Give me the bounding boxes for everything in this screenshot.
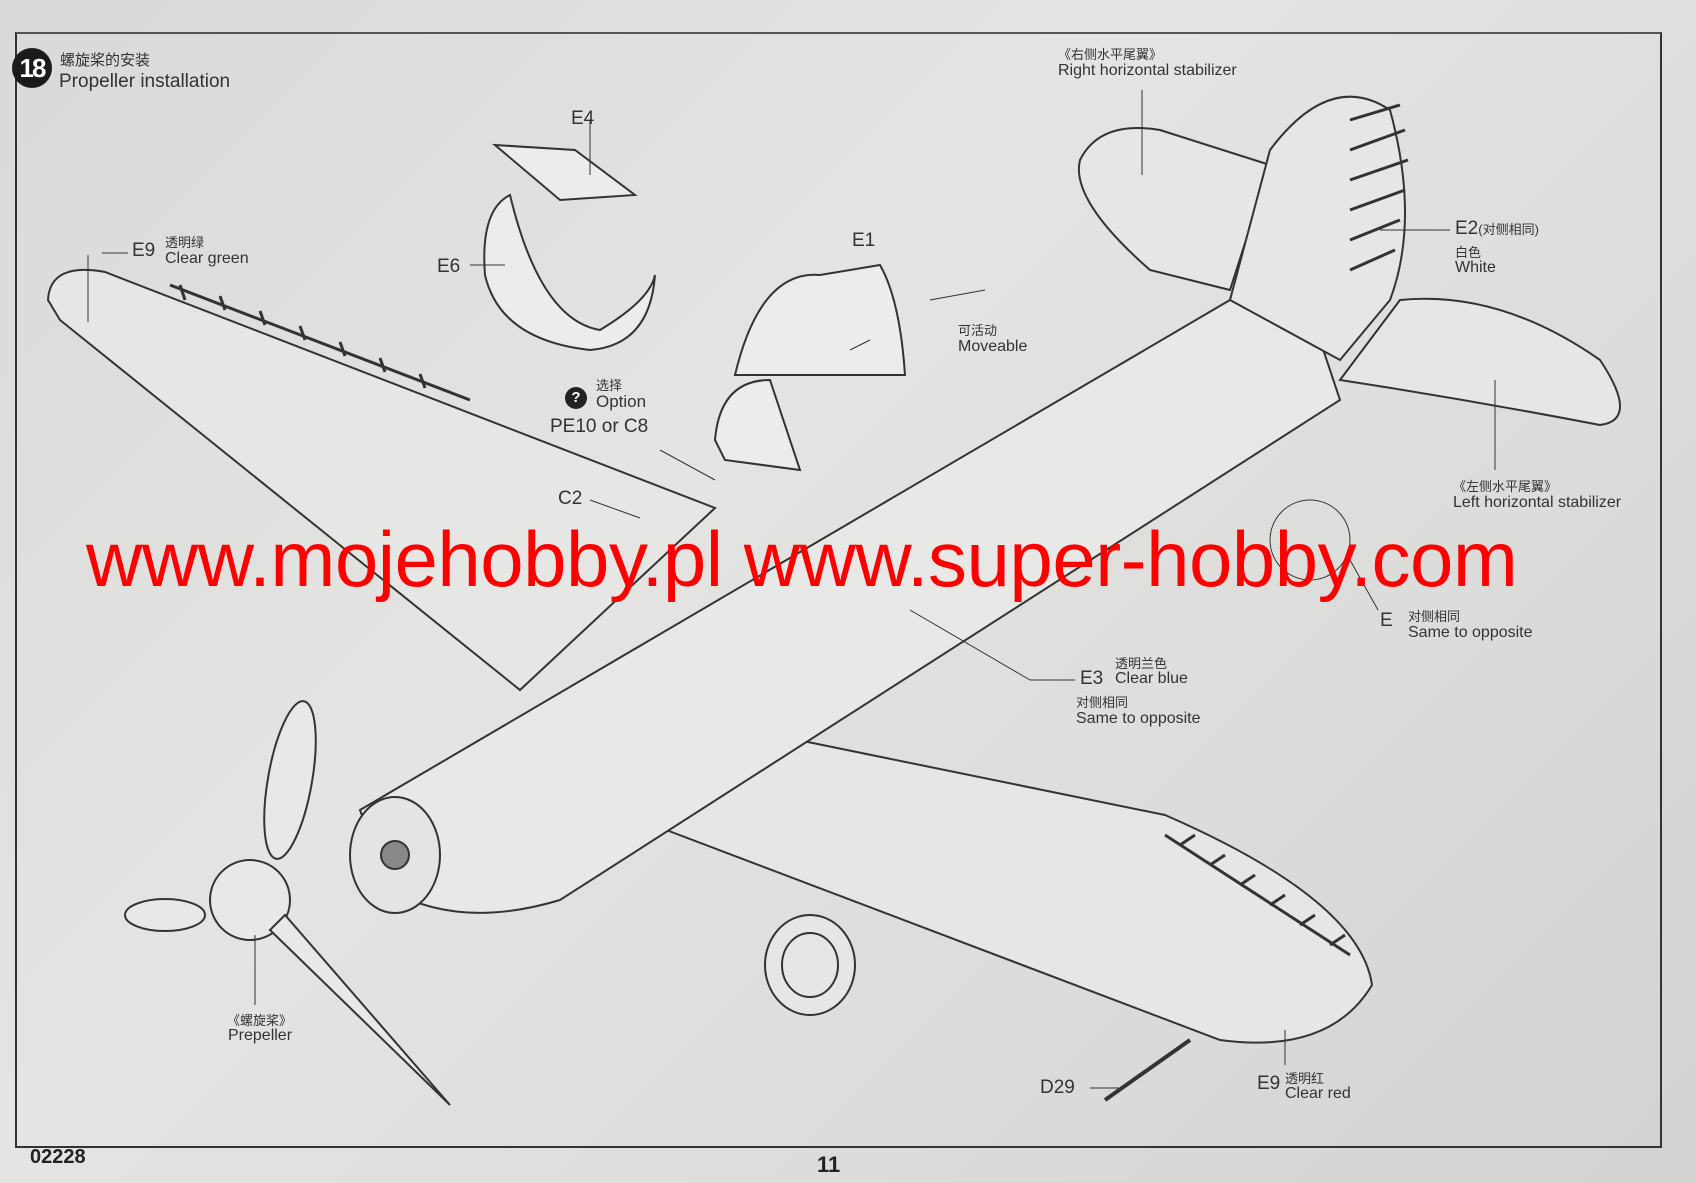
option-en: Option [596, 392, 647, 411]
spinner-hub [380, 840, 410, 870]
left-horizontal-stabilizer [1338, 297, 1621, 427]
e3-same-en: Same to opposite [1076, 710, 1201, 727]
tail-detail-cn: 对侧相同 [1408, 609, 1461, 624]
part-label-e1: E1 [852, 230, 876, 251]
part-label-e9-bottom: E9 [1257, 1073, 1281, 1094]
moveable-en: Moveable [958, 338, 1028, 355]
detail-circle [1269, 499, 1351, 581]
propeller-blade [263, 700, 317, 860]
e9-bottom-color-cn: 透明红 [1285, 1071, 1325, 1086]
e2-note: (对侧相同) [1478, 222, 1539, 237]
watermark-text: www.mojehobby.pl www.super-hobby.com [86, 515, 1518, 603]
part-d29 [1103, 1038, 1192, 1102]
part-e4 [492, 143, 638, 202]
e3-same-cn: 对侧相同 [1076, 695, 1129, 710]
rudder-hatching [1349, 103, 1409, 272]
part-label-e9-top: E9 [132, 240, 156, 261]
left-wing [46, 268, 717, 692]
kit-code: 02228 [30, 1146, 86, 1168]
tail-detail-part: E [1380, 610, 1393, 631]
e2-color-cn: 白色 [1455, 245, 1482, 260]
leader-lines [87, 90, 1496, 1089]
right-horizontal-stabilizer [1077, 127, 1272, 292]
right-stab-cn: 《右侧水平尾翼》 [1058, 47, 1163, 62]
e2-color-en: White [1455, 259, 1496, 276]
part-label-d29: D29 [1040, 1077, 1075, 1098]
main-wheel-hub [781, 932, 839, 998]
e9-bottom-color-en: Clear red [1285, 1085, 1351, 1102]
page-number: 11 [817, 1152, 841, 1177]
e9-top-color-cn: 透明绿 [165, 235, 205, 250]
moveable-cn: 可活动 [958, 323, 998, 338]
tail-detail-en: Same to opposite [1408, 624, 1533, 641]
e2-label: E2(对侧相同) [1455, 218, 1539, 240]
part-e6 [483, 193, 656, 352]
main-wheel [764, 914, 856, 1016]
propeller-cn: 《螺旋桨》 [227, 1013, 293, 1028]
step-number-badge: 18 [12, 48, 52, 88]
page-frame [15, 32, 1662, 1148]
option-cn: 选择 [596, 378, 623, 393]
left-stab-cn: 《左侧水平尾翼》 [1453, 479, 1558, 494]
right-stab-en: Right horizontal stabilizer [1058, 62, 1237, 79]
vertical-tail [1228, 95, 1406, 362]
question-icon: ? [565, 387, 587, 409]
part-label-e3: E3 [1080, 668, 1104, 689]
part-label-c2: C2 [558, 488, 583, 509]
canopy-e1 [733, 263, 907, 376]
propeller-blade [268, 913, 451, 1106]
propeller-en: Prepeller [228, 1027, 293, 1044]
step-title-en: Propeller installation [59, 71, 231, 92]
windscreen [713, 378, 802, 472]
left-aileron-hatching [169, 283, 471, 402]
e3-color-en: Clear blue [1115, 670, 1188, 687]
propeller-blade [124, 898, 206, 932]
left-stab-en: Left horizontal stabilizer [1453, 494, 1622, 511]
right-aileron-hatching [1164, 833, 1351, 957]
right-wing [638, 718, 1374, 1044]
part-label-e2: E2 [1455, 218, 1479, 239]
e9-top-color-en: Clear green [165, 250, 249, 267]
step-title-cn: 螺旋桨的安装 [60, 52, 151, 69]
part-label-e6: E6 [437, 256, 461, 277]
e3-color-cn: 透明兰色 [1115, 656, 1168, 671]
option-parts: PE10 or C8 [550, 416, 649, 437]
part-label-e4: E4 [571, 108, 595, 129]
propeller-spinner [209, 859, 291, 941]
